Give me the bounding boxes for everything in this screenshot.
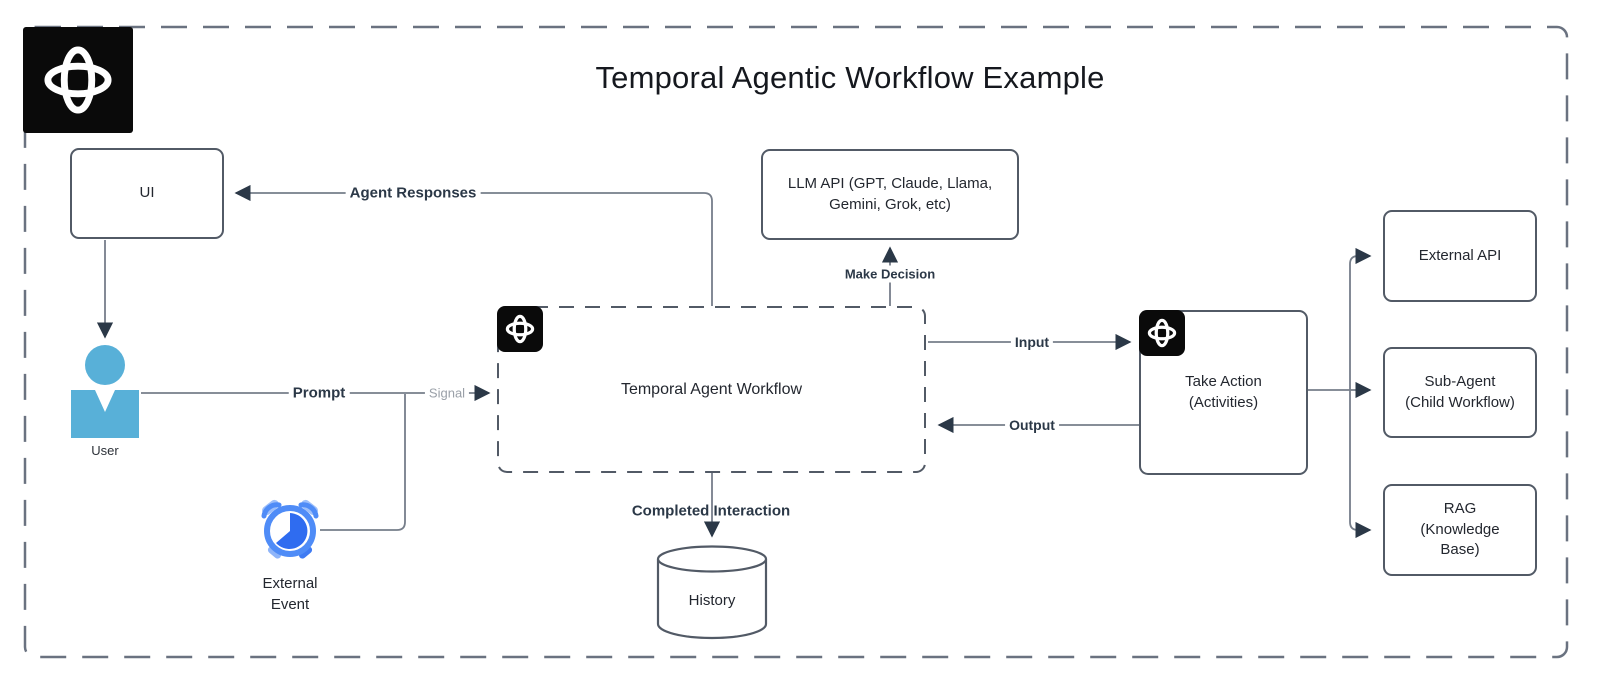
temporal-logo bbox=[23, 27, 133, 133]
edge-label-make-decision: Make Decision bbox=[840, 265, 940, 283]
edge-label-output: Output bbox=[1005, 416, 1059, 434]
node-external-api: External API bbox=[1383, 210, 1537, 302]
alarm-clock-icon bbox=[261, 499, 319, 559]
edge-to-external-api bbox=[1349, 247, 1372, 390]
edge-agent-responses bbox=[234, 184, 713, 306]
edge-label-signal: Signal bbox=[424, 384, 470, 402]
edge-label-input: Input bbox=[1010, 333, 1054, 351]
node-sub-agent-label: Sub-Agent (Child Workflow) bbox=[1405, 372, 1515, 411]
node-workflow: Temporal Agent Workflow bbox=[497, 306, 925, 472]
user-icon bbox=[71, 345, 139, 438]
edge-to-rag bbox=[1349, 390, 1372, 539]
temporal-badge bbox=[497, 306, 543, 352]
node-sub-agent: Sub-Agent (Child Workflow) bbox=[1383, 347, 1537, 438]
edge-label-agent-responses: Agent Responses bbox=[345, 183, 481, 203]
outer-dashed-border bbox=[23, 25, 1569, 659]
temporal-logo-icon bbox=[1147, 318, 1177, 348]
user-label: User bbox=[91, 443, 119, 458]
node-llm-api-label: LLM API (GPT, Claude, Llama, Gemini, Gro… bbox=[787, 174, 993, 213]
node-ui-label: UI bbox=[139, 184, 155, 202]
node-rag-label: RAG (Knowledge Base) bbox=[1420, 499, 1500, 559]
edge-label-prompt: Prompt bbox=[288, 383, 350, 403]
node-rag: RAG (Knowledge Base) bbox=[1383, 484, 1537, 576]
node-history bbox=[655, 544, 769, 646]
node-external-api-label: External API bbox=[1418, 246, 1502, 264]
diagram-title: Temporal Agentic Workflow Example bbox=[595, 60, 1105, 95]
user-icon bbox=[71, 345, 139, 444]
external-event-label: External Event bbox=[262, 575, 318, 613]
workflow-dashed-border bbox=[497, 306, 926, 473]
alarm-clock-icon bbox=[258, 498, 322, 567]
node-ui: UI bbox=[70, 148, 224, 239]
node-history-label: History bbox=[688, 592, 736, 609]
edge-external-event bbox=[320, 394, 406, 531]
temporal-logo-icon bbox=[505, 314, 535, 344]
node-take-action: Take Action (Activities) bbox=[1139, 310, 1308, 475]
temporal-logo-icon bbox=[44, 46, 112, 114]
node-workflow-label: Temporal Agent Workflow bbox=[620, 380, 803, 398]
database-cylinder-icon bbox=[656, 545, 768, 640]
edge-label-completed-interaction: Completed Interaction bbox=[631, 502, 791, 520]
node-llm-api: LLM API (GPT, Claude, Llama, Gemini, Gro… bbox=[761, 149, 1019, 240]
temporal-badge bbox=[1139, 310, 1185, 356]
node-take-action-label: Take Action (Activities) bbox=[1185, 372, 1262, 411]
